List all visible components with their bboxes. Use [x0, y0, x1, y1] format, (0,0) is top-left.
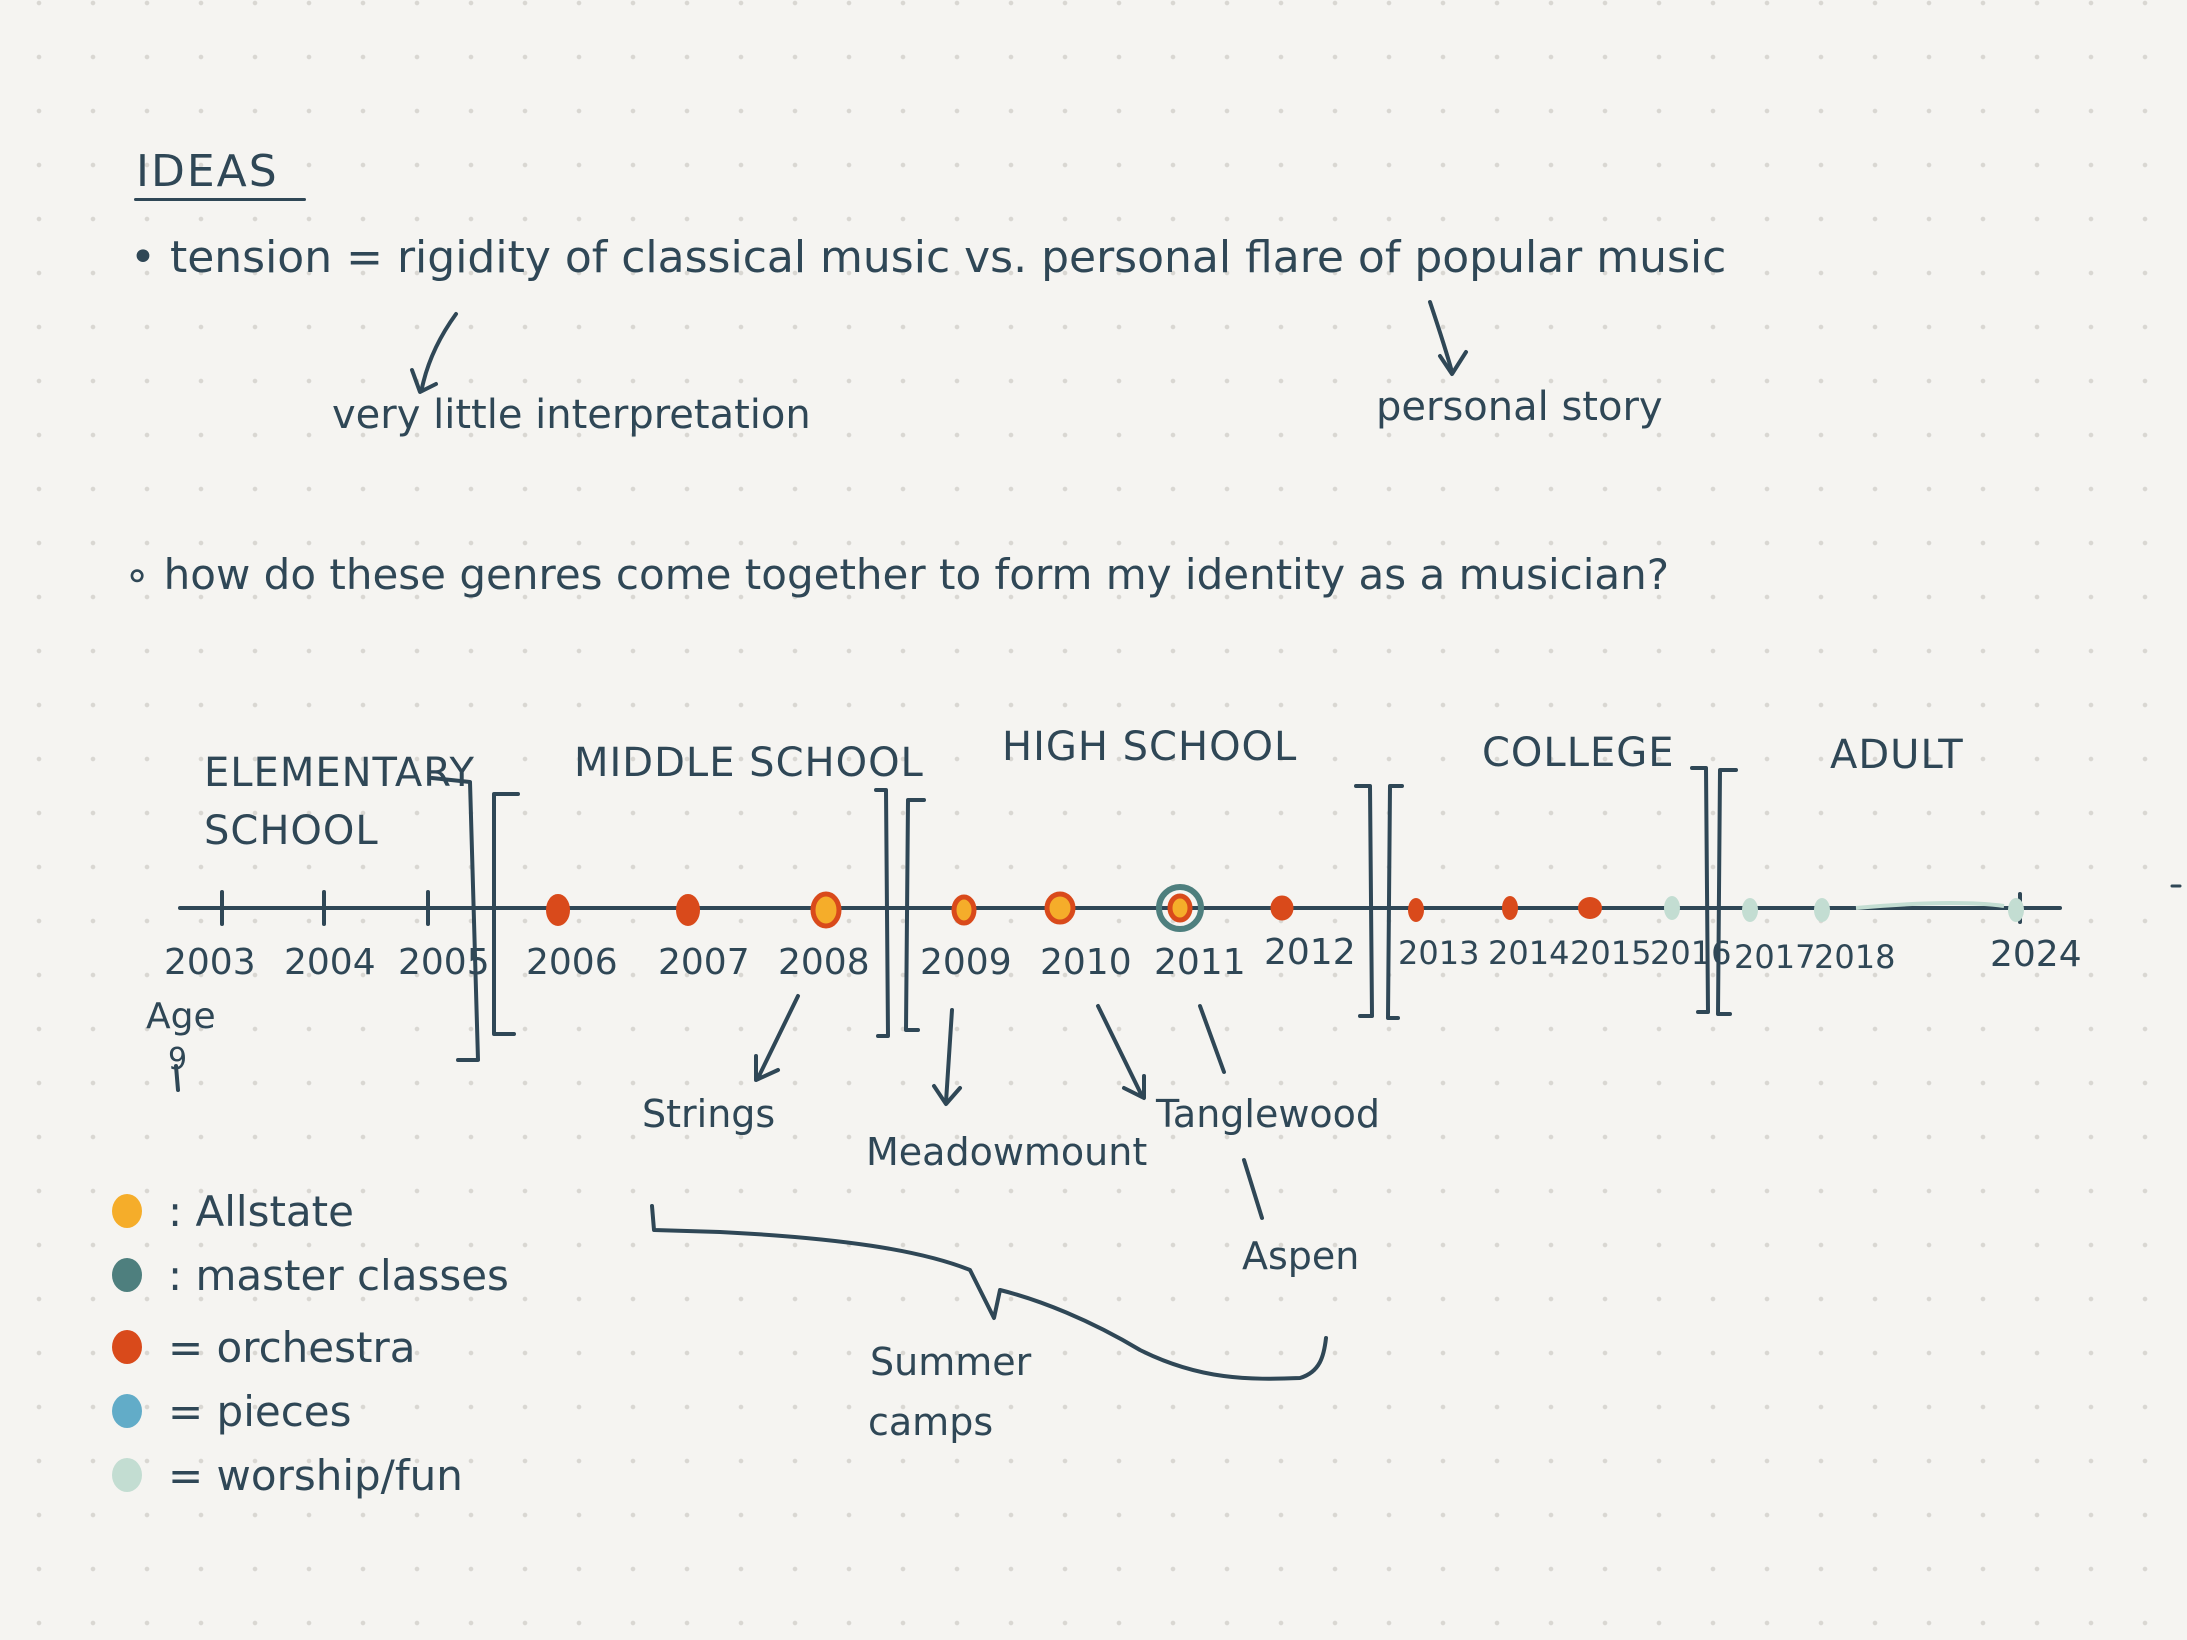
bracket-middle-end — [874, 788, 890, 1038]
notes-title: IDEAS — [136, 146, 279, 197]
arrow-head — [1438, 350, 1468, 376]
legend-dot-master-classes — [112, 1258, 142, 1292]
legend-label: = worship/fun — [168, 1450, 463, 1500]
line-aspen — [1198, 1004, 1226, 1074]
worship-continuation — [1855, 900, 2005, 910]
bracket-high-end — [1354, 784, 1374, 1018]
event-dot-master-class — [1156, 884, 1204, 932]
event-dot-worship — [1742, 898, 1758, 922]
left-annotation: very little interpretation — [332, 392, 811, 438]
bracket-college-start — [1386, 784, 1404, 1020]
event-dots — [546, 884, 2024, 932]
event-dot-worship — [2008, 898, 2024, 922]
event-dot-orchestra — [1408, 898, 1424, 922]
year-label: 2011 — [1154, 942, 1246, 983]
arrow-head — [932, 1084, 962, 1106]
right-annotation: personal story — [1376, 384, 1663, 430]
year-label: 2012 — [1264, 932, 1356, 973]
bracket-college-end — [1690, 766, 1710, 1014]
line-aspen-2 — [1242, 1158, 1264, 1220]
phase-adult: ADULT — [1830, 732, 1964, 778]
event-dot-orchestra — [1502, 896, 1518, 920]
bracket-middle-start — [492, 792, 520, 1036]
year-label: 2017 — [1734, 938, 1816, 976]
arrow-to-left-note — [420, 312, 458, 390]
event-dot-orchestra — [546, 894, 570, 926]
year-label: 2009 — [920, 942, 1012, 983]
event-dot-allstate — [1044, 891, 1076, 925]
year-label: 2018 — [1814, 938, 1896, 976]
tension-note: • tension = rigidity of classical music … — [130, 232, 1727, 283]
legend-item-worship-fun: = worship/fun — [112, 1450, 463, 1500]
summer-camps-label-line2: camps — [868, 1400, 994, 1444]
bracket-elementary-end — [430, 776, 480, 1062]
arrow-head — [1122, 1074, 1146, 1100]
year-label: 2004 — [284, 942, 376, 983]
legend-label: = pieces — [168, 1386, 352, 1436]
identity-question: ∘ how do these genres come together to f… — [124, 550, 1670, 599]
year-label: 2003 — [164, 942, 256, 983]
summer-camps-brace — [650, 1204, 1328, 1381]
legend-item-orchestra: = orchestra — [112, 1322, 416, 1372]
year-label: 2015 — [1570, 934, 1652, 972]
arrow-strings — [756, 994, 800, 1080]
arrow-tanglewood — [1096, 1004, 1144, 1098]
phase-college: COLLEGE — [1482, 730, 1675, 776]
legend-dot-orchestra — [112, 1330, 142, 1364]
event-dot-allstate — [1167, 893, 1193, 923]
event-dot-allstate — [951, 894, 977, 926]
arrow-to-right-note — [1428, 300, 1454, 374]
arrow-head — [754, 1054, 780, 1082]
phase-middle-school: MIDDLE SCHOOL — [574, 740, 924, 786]
summer-camps-label-line1: Summer — [870, 1340, 1032, 1384]
phase-elementary: ELEMENTARY SCHOOL — [204, 750, 475, 854]
year-label: 2007 — [658, 942, 750, 983]
arrow-meadowmount — [944, 1008, 954, 1104]
phase-high-school: HIGH SCHOOL — [1002, 724, 1298, 770]
legend-item-master-classes: : master classes — [112, 1250, 509, 1300]
legend-dot-worship-fun — [112, 1458, 142, 1492]
year-label: 2010 — [1040, 942, 1132, 983]
camp-tanglewood: Tanglewood — [1156, 1092, 1381, 1136]
event-dot-orchestra — [1578, 897, 1602, 919]
title-underline — [134, 198, 306, 201]
event-dot-allstate — [810, 891, 842, 929]
event-dot-orchestra — [1270, 895, 1294, 921]
legend-label: : master classes — [168, 1250, 509, 1300]
event-dot-orchestra — [676, 894, 700, 926]
camp-aspen: Aspen — [1242, 1234, 1360, 1278]
legend-item-pieces: = pieces — [112, 1386, 352, 1436]
year-label: 2024 — [1990, 934, 2082, 975]
event-dot-worship — [1814, 898, 1830, 922]
legend-item-allstate: : Allstate — [112, 1186, 354, 1236]
bracket-adult-start — [1716, 768, 1738, 1016]
legend-label: = orchestra — [168, 1322, 416, 1372]
year-label: 2006 — [526, 942, 618, 983]
bracket-high-start — [904, 798, 926, 1032]
arrow-head — [410, 368, 438, 394]
camp-strings: Strings — [642, 1092, 776, 1136]
event-dot-worship — [1664, 896, 1680, 920]
year-label: 2008 — [778, 942, 870, 983]
camp-meadowmount: Meadowmount — [866, 1130, 1148, 1174]
year-label: 2013 — [1398, 934, 1480, 972]
legend-dot-pieces — [112, 1394, 142, 1428]
age-label: Age — [146, 996, 216, 1037]
year-label: 2014 — [1488, 934, 1570, 972]
age-tick — [174, 1064, 180, 1092]
legend-dot-allstate — [112, 1194, 142, 1228]
age-value: 9 — [168, 1042, 188, 1077]
legend-label: : Allstate — [168, 1186, 354, 1236]
